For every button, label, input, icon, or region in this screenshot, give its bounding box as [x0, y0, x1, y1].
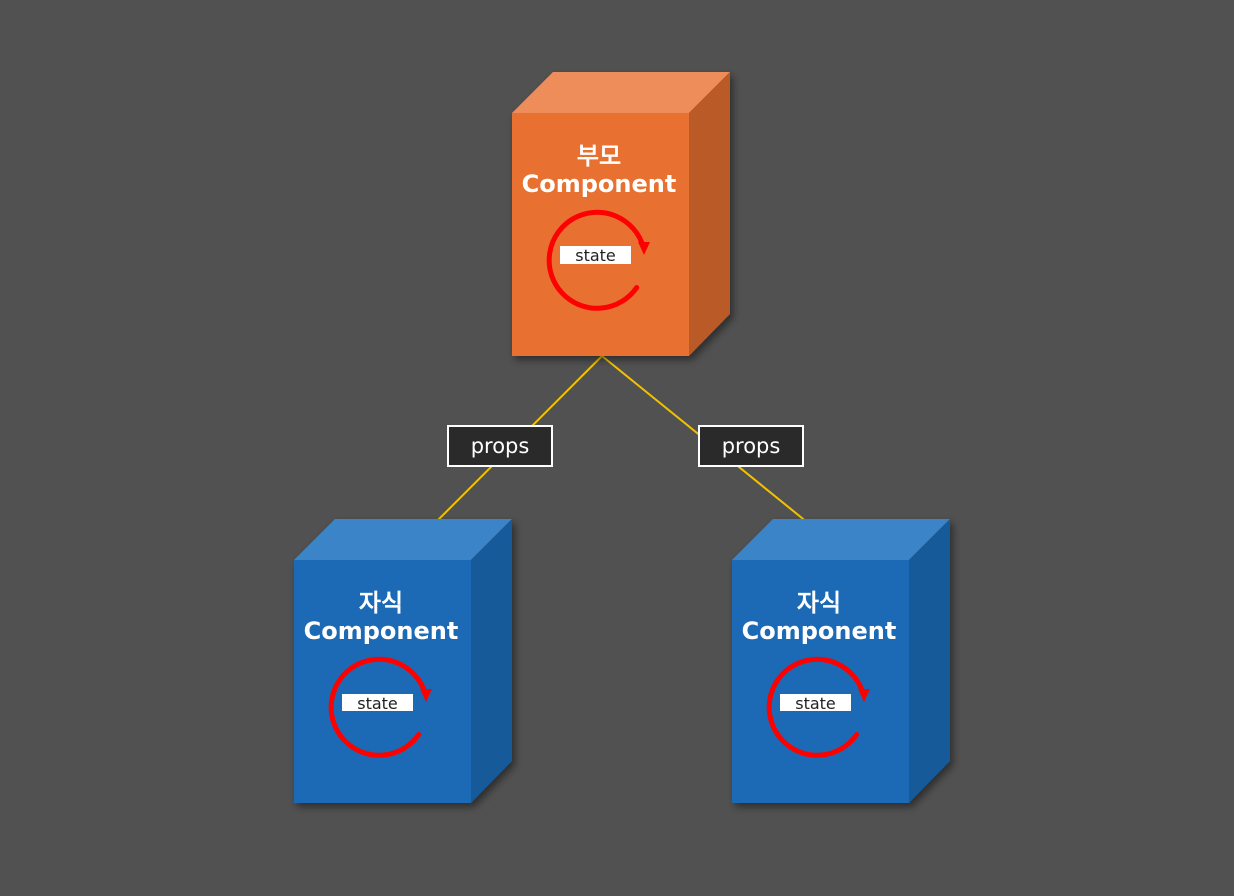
right-child-box-front-face: [732, 560, 909, 803]
right-props-label: props: [698, 425, 804, 467]
cycle-arrow-icon: [328, 656, 428, 758]
right-child-title-line1: 자식: [797, 589, 841, 617]
parent-component-box: [512, 72, 730, 356]
right-child-state-cycle: state: [766, 656, 870, 758]
parent-state-badge: [560, 246, 631, 264]
right-child-box-side-face: [909, 519, 950, 803]
left-child-state-badge: [342, 694, 413, 711]
left-child-state-label: state: [357, 694, 398, 713]
right-child-title-line2: Component: [742, 617, 897, 645]
parent-box-top-face: [512, 72, 730, 113]
left-props-label: props: [447, 425, 553, 467]
parent-title-line2: Component: [522, 170, 677, 198]
right-child-box-top-face: [732, 519, 950, 560]
right-child-component-box: [732, 519, 950, 803]
left-child-box-top-face: [294, 519, 512, 560]
parent-box-side-face: [689, 72, 730, 356]
left-child-box-side-face: [471, 519, 512, 803]
right-child-state-label: state: [795, 694, 836, 713]
cycle-arrowhead-icon: [420, 689, 432, 702]
left-props-text: props: [471, 434, 530, 458]
left-child-box-front-face: [294, 560, 471, 803]
cycle-arrowhead-icon: [638, 242, 650, 255]
cycle-arrow-icon: [766, 656, 866, 758]
left-child-component-box: [294, 519, 512, 803]
cycle-arrowhead-icon: [858, 689, 870, 702]
parent-state-label: state: [575, 246, 616, 265]
right-props-text: props: [722, 434, 781, 458]
left-child-title-line1: 자식: [359, 589, 403, 617]
cycle-arrow-icon: [546, 209, 646, 311]
parent-title-line1: 부모: [577, 142, 621, 170]
parent-box-front-face: [512, 113, 689, 356]
parent-state-cycle: state: [546, 209, 650, 311]
right-child-state-badge: [780, 694, 851, 711]
left-child-title-line2: Component: [304, 617, 459, 645]
left-child-state-cycle: state: [328, 656, 432, 758]
